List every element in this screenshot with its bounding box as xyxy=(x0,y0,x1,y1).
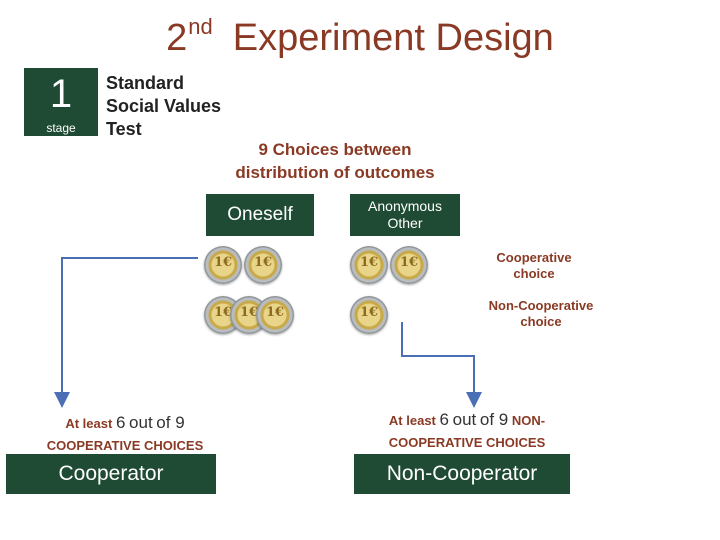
criterion-suffix: COOPERATIVE CHOICES xyxy=(46,438,204,453)
non-cooperator-criterion: At least 6 out of 9 NON- COOPERATIVE CHO… xyxy=(352,409,582,454)
stage-description-line: Social Values xyxy=(106,96,222,116)
stage-description-line: Test xyxy=(106,119,142,139)
choices-heading: 9 Choices between distribution of outcom… xyxy=(190,138,480,184)
non-cooperator-arrow xyxy=(401,322,482,408)
stage-description: Standard Social Values Test xyxy=(106,72,256,141)
euro-coin-symbol: 1€ xyxy=(253,255,273,270)
page-title: 2nd Experiment Design xyxy=(0,14,720,60)
euro-coin-symbol: 1€ xyxy=(213,305,233,320)
cooperator-criterion: At least 6 out of 9 COOPERATIVE CHOICES xyxy=(10,412,240,457)
choices-heading-line: distribution of outcomes xyxy=(235,163,435,182)
choices-heading-line: 9 Choices between xyxy=(258,140,412,159)
cooperator-box: Cooperator xyxy=(6,454,216,494)
other-column-header: Anonymous Other xyxy=(350,194,460,236)
stage-description-line: Standard xyxy=(106,73,185,93)
title-ordinal-suffix: nd xyxy=(188,14,213,39)
criterion-suffix: COOPERATIVE CHOICES xyxy=(388,435,546,450)
euro-coin-icon: 1€ xyxy=(204,246,242,284)
oneself-column-header: Oneself xyxy=(206,194,314,236)
cooperative-choice-label-line: choice xyxy=(513,266,555,281)
criterion-middle: out xyxy=(452,410,477,429)
euro-coin-icon: 1€ xyxy=(256,296,294,334)
euro-coin-icon: 1€ xyxy=(350,246,388,284)
non-cooperative-choice-label-line: choice xyxy=(520,314,562,329)
cooperator-arrow xyxy=(54,257,198,408)
euro-coin-icon: 1€ xyxy=(390,246,428,284)
criterion-suffix-inline: NON- xyxy=(511,413,546,428)
criterion-prefix: At least xyxy=(65,416,113,431)
non-cooperative-choice-label: Non-Cooperative choice xyxy=(480,298,602,330)
non-cooperative-choice-label-line: Non-Cooperative xyxy=(488,298,594,313)
non-cooperator-box: Non-Cooperator xyxy=(354,454,570,494)
criterion-count: 6 xyxy=(439,410,449,429)
criterion-middle: out xyxy=(129,413,153,432)
criterion-of: of 9 xyxy=(156,413,185,432)
stage-box: 1 stage xyxy=(24,68,98,136)
euro-coin-symbol: 1€ xyxy=(239,305,259,320)
title-text: Experiment Design xyxy=(232,17,554,59)
stage-label: stage xyxy=(46,121,76,135)
cooperative-choice-label-line: Cooperative xyxy=(496,250,572,265)
euro-coin-symbol: 1€ xyxy=(399,255,419,270)
euro-coin-symbol: 1€ xyxy=(265,305,285,320)
criterion-of: of 9 xyxy=(479,410,509,429)
stage-number: 1 xyxy=(49,72,73,116)
criterion-count: 6 xyxy=(115,413,126,432)
euro-coin-icon: 1€ xyxy=(244,246,282,284)
criterion-prefix: At least xyxy=(388,413,436,428)
euro-coin-symbol: 1€ xyxy=(213,255,233,270)
title-ordinal: 2 xyxy=(166,17,188,59)
euro-coin-symbol: 1€ xyxy=(359,305,379,320)
euro-coin-icon: 1€ xyxy=(350,296,388,334)
cooperative-choice-label: Cooperative choice xyxy=(486,250,582,282)
euro-coin-symbol: 1€ xyxy=(359,255,379,270)
